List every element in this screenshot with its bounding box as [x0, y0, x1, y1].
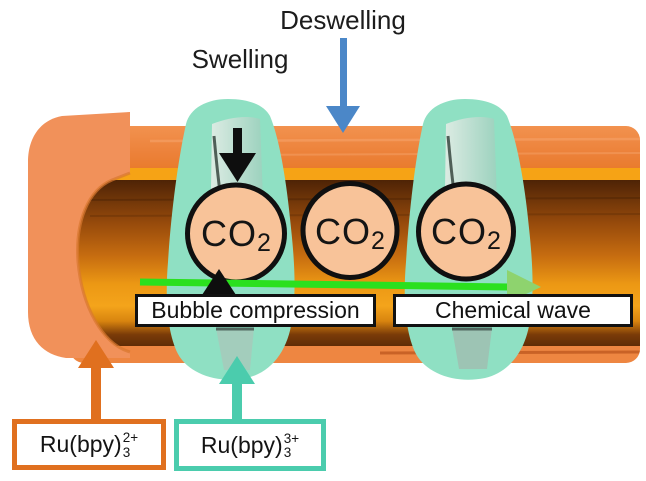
- tube-end-cap-inner-edge: [76, 171, 131, 354]
- ru3-pointer-arrow: [219, 356, 255, 420]
- co2-subscript: 2: [257, 228, 271, 257]
- chemical-wave-arrow-shaft: [139, 278, 511, 291]
- bubble-compression-label-box: Bubble compression: [135, 294, 376, 327]
- deswelling-label: Deswelling: [280, 5, 406, 35]
- co2-base: CO: [201, 213, 258, 254]
- compression-arrow-down: [219, 128, 256, 182]
- deswelling-arrow: [326, 38, 360, 133]
- second-ring-lower-face: [452, 328, 492, 369]
- co2-bubbles: [185, 181, 516, 285]
- ru-bpy-3plus-subscript: 3: [283, 445, 292, 460]
- bubble-compression-label: Bubble compression: [151, 297, 360, 323]
- ru-bpy-3plus-base: Ru(bpy): [200, 431, 283, 458]
- swelling-ring-lower-face: [216, 328, 254, 370]
- chemical-wave-label-box: Chemical wave: [393, 294, 633, 327]
- ru-bpy-3plus-supsub: 3+ 3: [283, 430, 300, 460]
- co2-base: CO: [315, 211, 372, 252]
- swelling-label: Swelling: [191, 44, 289, 74]
- compression-arrow-up: [202, 269, 238, 298]
- ru2-pointer-arrow: [78, 340, 114, 420]
- ru-bpy-2plus-base: Ru(bpy): [39, 431, 122, 457]
- ru-bpy-3plus-superscript: 3+: [283, 430, 300, 446]
- chemical-wave-label: Chemical wave: [435, 297, 591, 323]
- co2-bubble-2: [300, 181, 400, 280]
- ru-bpy-3plus-box: Ru(bpy) 3+ 3: [174, 419, 326, 471]
- ru-bpy-2plus-subscript: 3: [122, 444, 131, 460]
- ru-bpy-2plus-box: Ru(bpy) 2+ 3: [12, 419, 166, 470]
- co2-base: CO: [431, 211, 488, 252]
- ru-bpy-2plus-superscript: 2+: [122, 430, 139, 446]
- co2-subscript: 2: [487, 226, 501, 255]
- tube-inner-rim-highlight: [70, 168, 640, 181]
- co2-bubble-3: [416, 181, 516, 282]
- tube-end-cap: [28, 112, 130, 358]
- ru-bpy-2plus-supsub: 2+ 3: [122, 430, 139, 460]
- co2-subscript: 2: [371, 226, 385, 255]
- tube-bottom-surface: [70, 346, 640, 363]
